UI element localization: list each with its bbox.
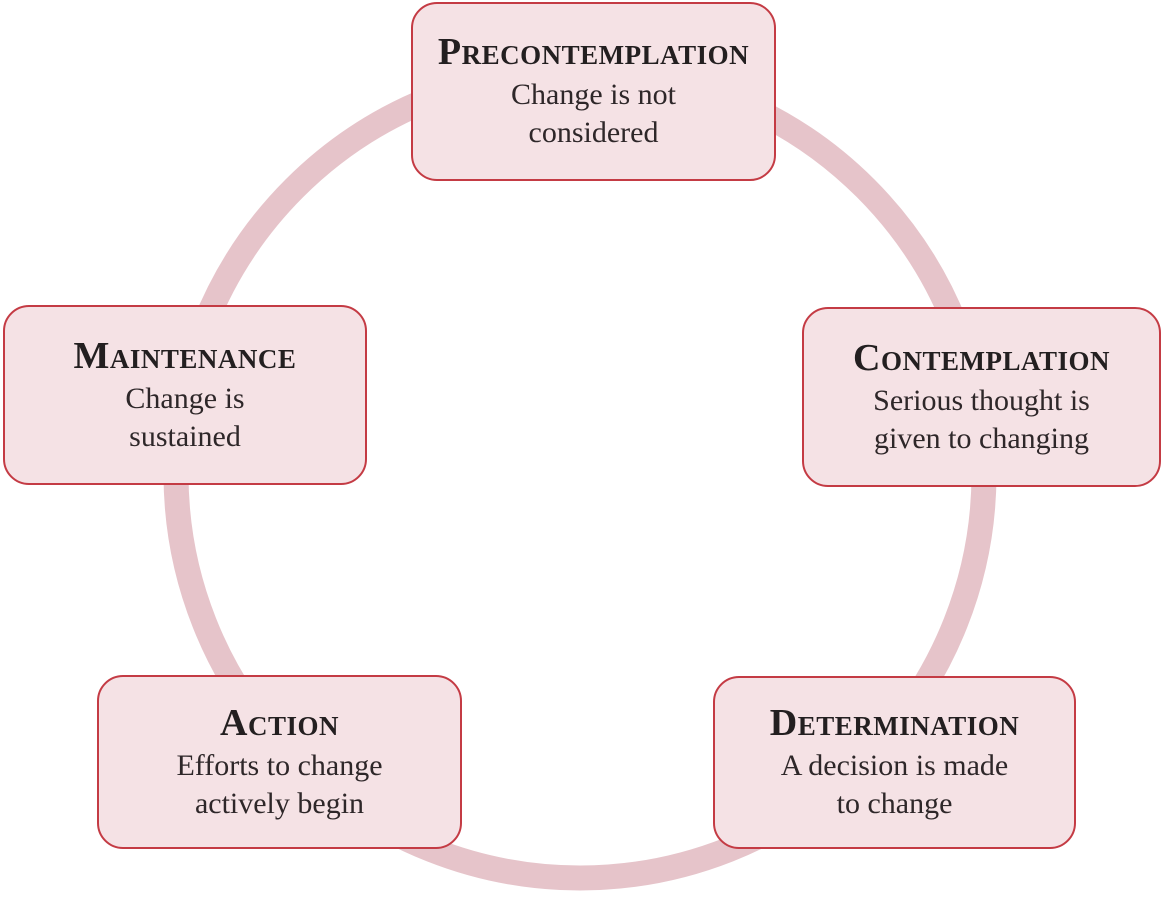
stage-description: Change is not considered bbox=[511, 78, 676, 149]
stage-title: Action bbox=[220, 701, 339, 744]
stage-box-contemplation: Contemplation Serious thought is given t… bbox=[802, 307, 1161, 487]
stage-box-maintenance: Maintenance Change is sustained bbox=[3, 305, 367, 485]
stage-title: Maintenance bbox=[73, 334, 297, 377]
stage-description: A decision is made to change bbox=[780, 749, 1009, 820]
stage-description: Change is sustained bbox=[125, 381, 245, 453]
stage-title: Precontemplation bbox=[437, 31, 750, 73]
stage-title: Determination bbox=[769, 702, 1020, 744]
stage-box-precontemplation: Precontemplation Change is not considere… bbox=[411, 2, 776, 181]
stage-box-action: Action Efforts to change actively begin bbox=[97, 675, 462, 849]
stage-title: Contemplation bbox=[853, 336, 1110, 379]
stage-box-determination: Determination A decision is made to chan… bbox=[713, 676, 1076, 849]
stage-description: Efforts to change actively begin bbox=[176, 748, 383, 820]
stage-description: Serious thought is given to changing bbox=[873, 383, 1090, 455]
